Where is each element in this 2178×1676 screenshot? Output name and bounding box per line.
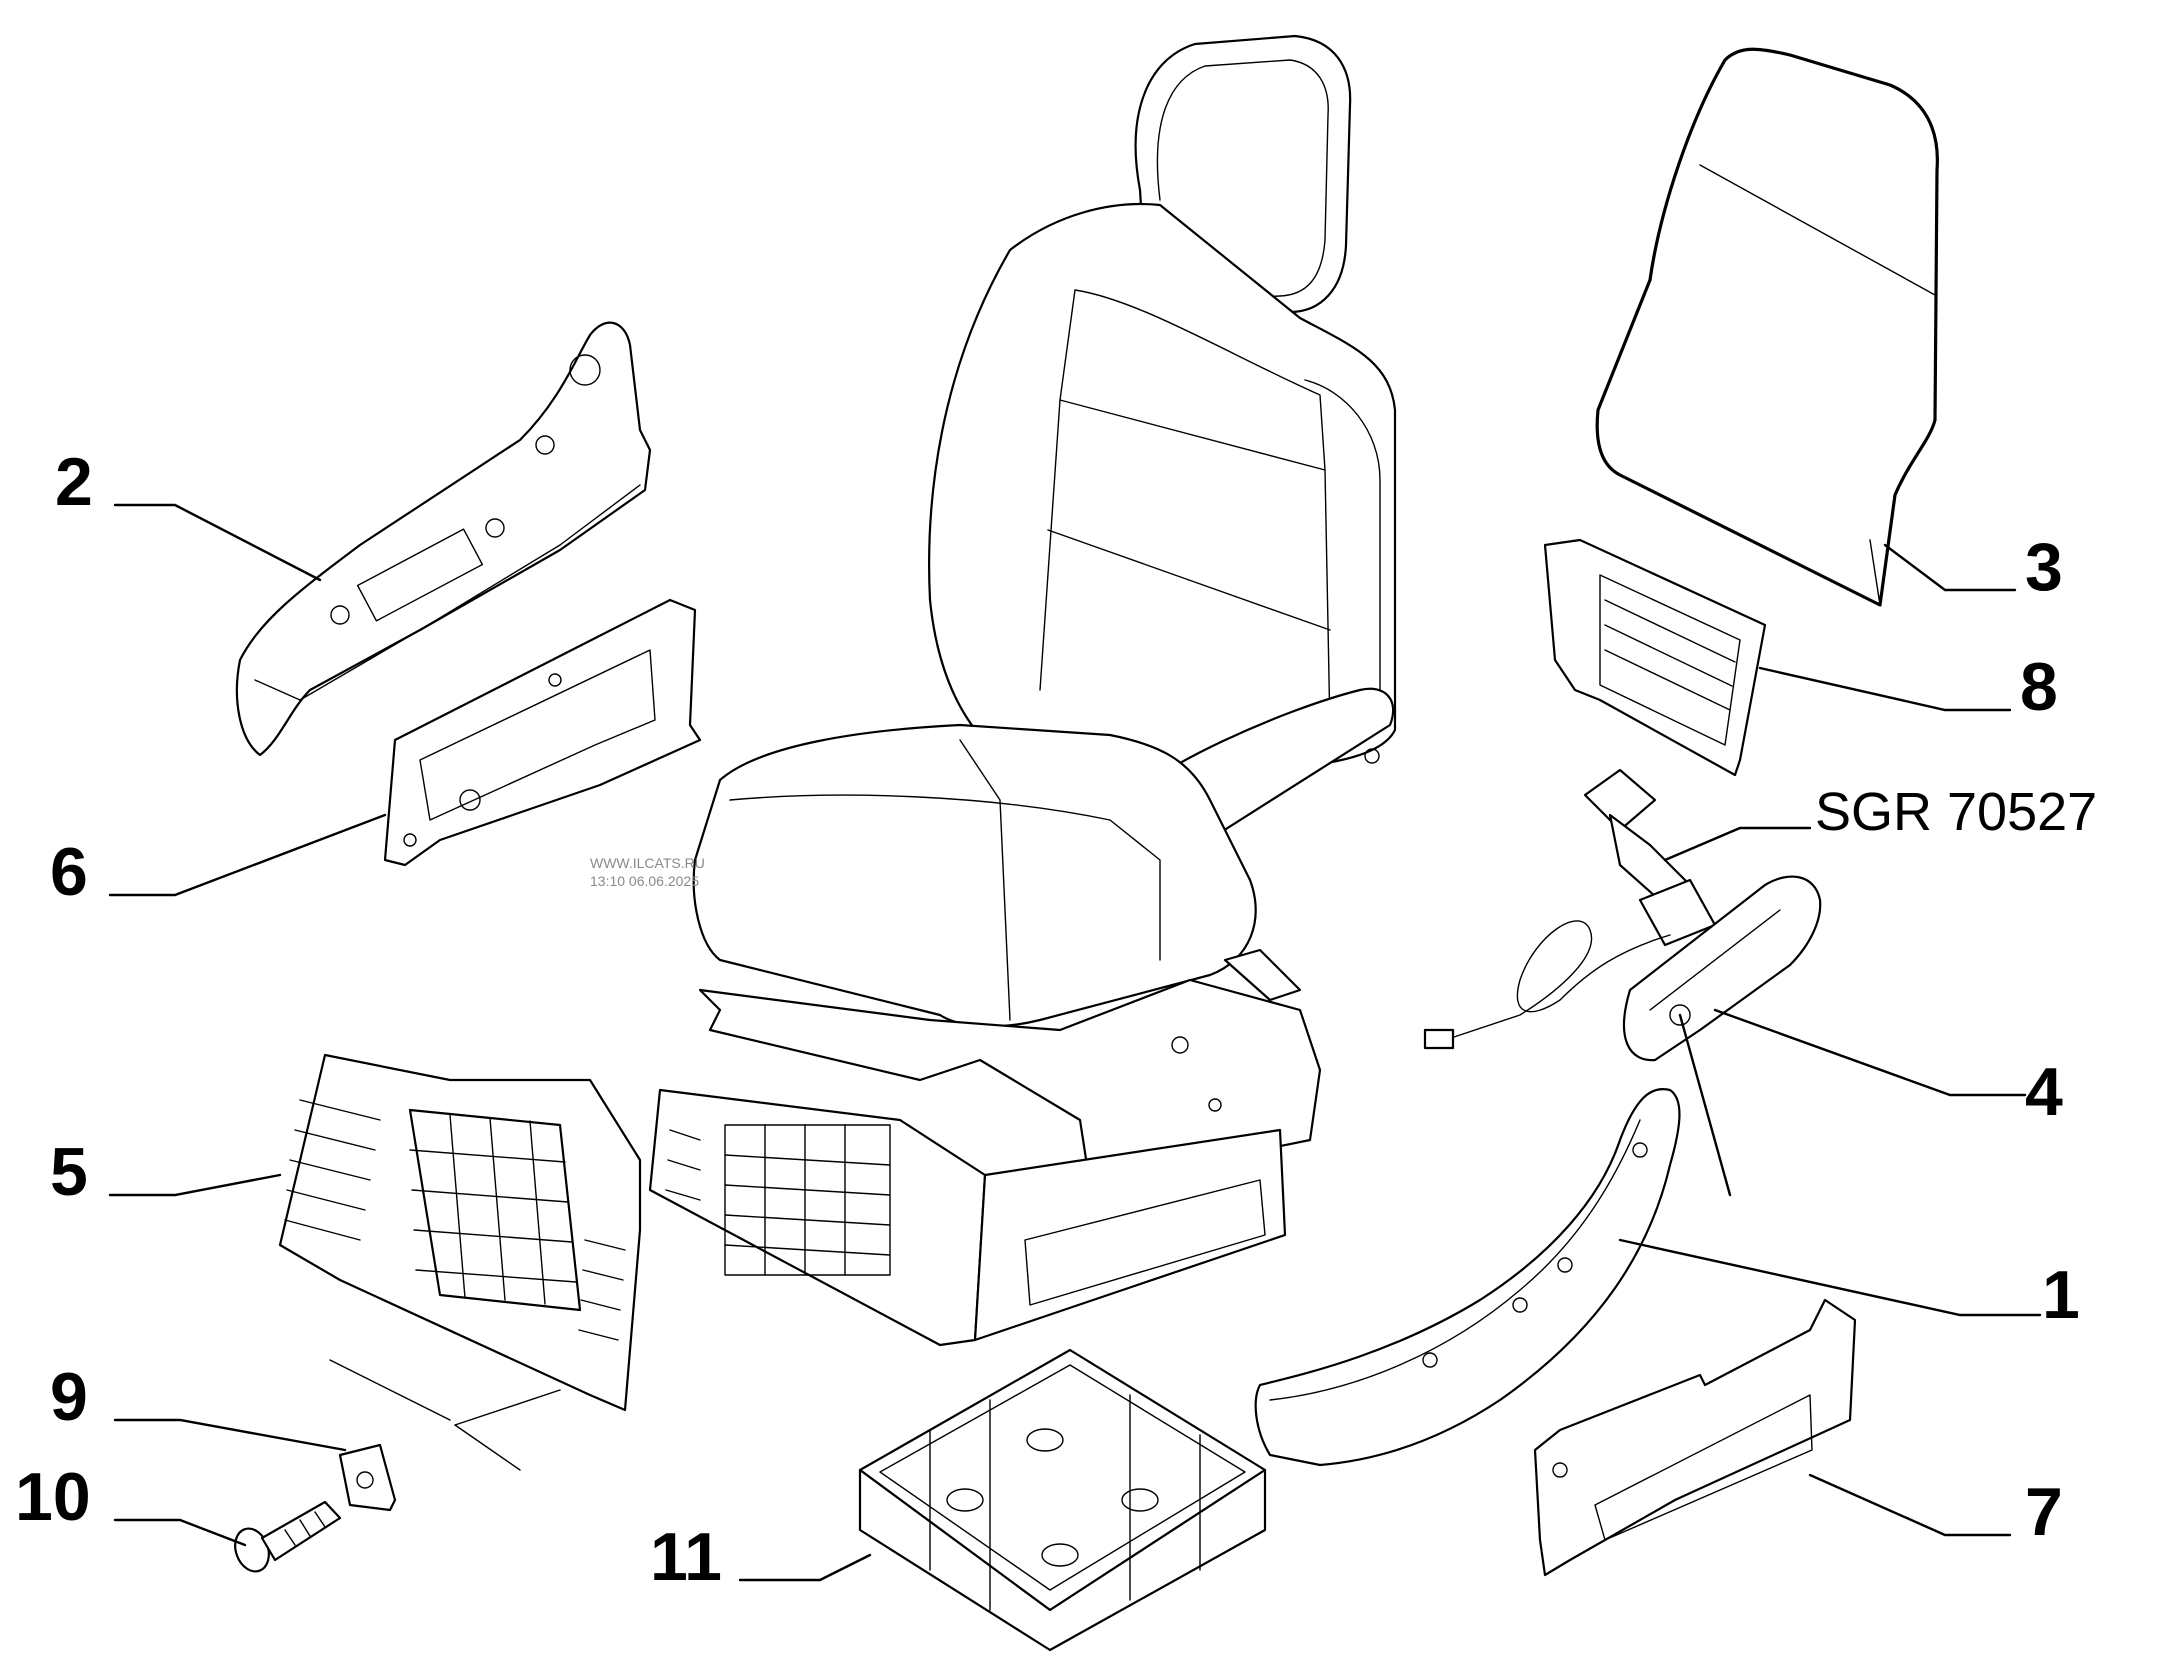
leader-4 [1713, 1008, 2027, 1097]
callout-10: 10 [15, 1459, 91, 1535]
part-8-back-cover [1543, 538, 1767, 777]
callout-1: 1 [2042, 1257, 2080, 1333]
leader-7 [1808, 1473, 2012, 1537]
watermark-site: WWW.ILCATS.RU [590, 855, 705, 871]
part-5-grille-cover [278, 1053, 642, 1471]
leader-6 [108, 813, 387, 897]
reference-code-label: SGR 70527 [1815, 782, 2097, 842]
callout-3: 3 [2025, 529, 2063, 605]
callout-4: 4 [2025, 1054, 2063, 1130]
watermark-timestamp: 13:10 06.06.2025 [590, 873, 699, 889]
seat-cushion [692, 723, 1257, 1028]
suspension-housing [648, 1088, 987, 1347]
leader-sgr [1663, 826, 1812, 862]
part-10-screw [234, 1500, 342, 1573]
seat-assembly [648, 34, 1397, 1347]
leader-10 [113, 1518, 247, 1547]
leader-3 [1883, 543, 2017, 592]
leader-2 [113, 503, 322, 582]
leader-11 [738, 1553, 872, 1582]
part-11-tray [858, 1348, 1267, 1652]
part-9-clip [338, 1443, 397, 1512]
callout-9: 9 [50, 1359, 88, 1435]
part-sgr70527-belt-buckle [1423, 768, 1717, 1050]
callout-5: 5 [50, 1134, 88, 1210]
callout-11: 11 [650, 1519, 722, 1595]
part-3-backrest-cover [1595, 47, 1939, 607]
leader-lines [108, 503, 2042, 1582]
callout-labels: 1 2 3 4 5 6 7 8 9 10 11 SGR 70527 [15, 444, 2097, 1595]
part-6-side-panel [383, 598, 702, 867]
leader-8 [1758, 666, 2012, 712]
part-1-side-rail [1254, 1088, 1681, 1467]
leader-5 [108, 1173, 282, 1197]
callout-2: 2 [55, 444, 93, 520]
watermark: WWW.ILCATS.RU 13:10 06.06.2025 [590, 855, 705, 889]
callout-6: 6 [50, 834, 88, 910]
callout-8: 8 [2020, 649, 2058, 725]
leader-9 [113, 1418, 347, 1452]
leader-1 [1618, 1238, 2042, 1317]
part-2-side-trim [235, 321, 652, 757]
part-7-lower-side-panel [1533, 1298, 1857, 1577]
callout-7: 7 [2025, 1474, 2063, 1550]
part-4-armrest-grip [1622, 875, 1822, 1197]
